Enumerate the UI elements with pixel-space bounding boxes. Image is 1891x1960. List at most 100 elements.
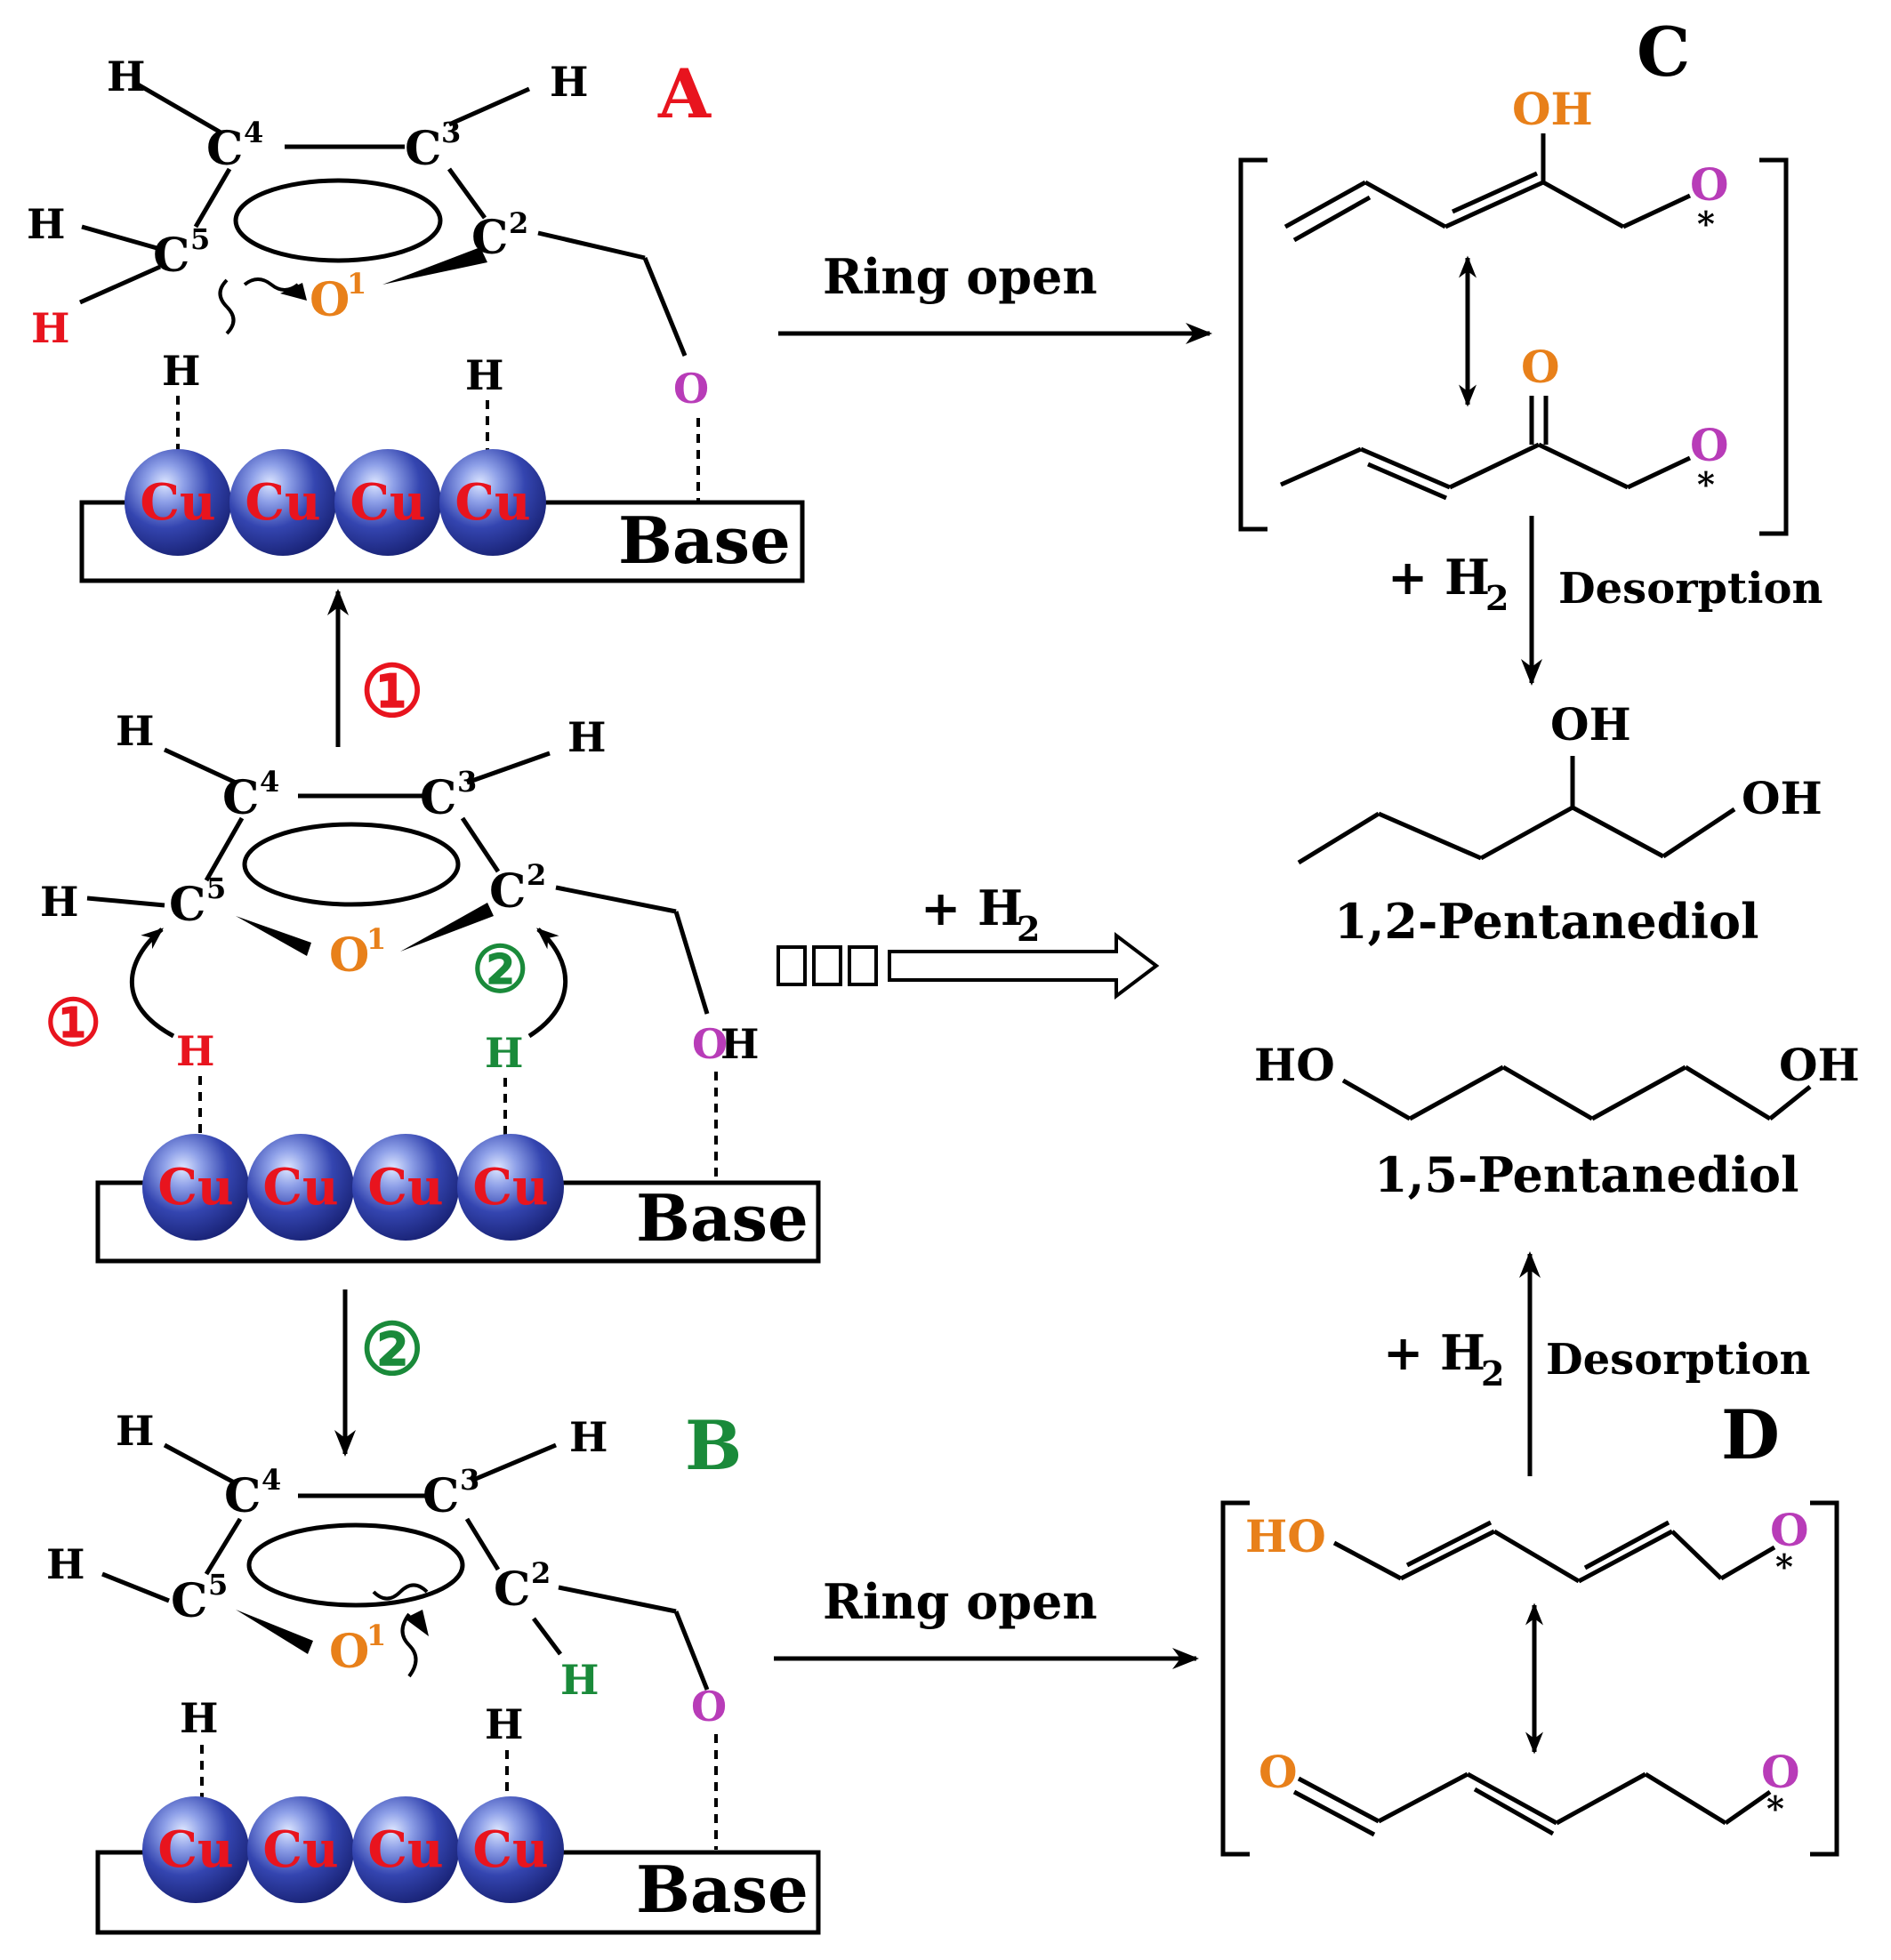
c2-superscript: 2	[531, 1556, 551, 1590]
h-label: H	[550, 58, 588, 106]
desorption-arrow-bottom: + H 2 Desorption	[1383, 1251, 1810, 1476]
cu-label: Cu	[367, 1158, 443, 1217]
step2-marker: ②	[471, 931, 529, 1007]
plus-h2-label: + H	[1383, 1324, 1485, 1381]
panel-b: H H H H C 4 C 3 C 5 C 2 O 1 B H H O Base…	[46, 1406, 821, 1935]
product-name: 1,2-Pentanediol	[1334, 893, 1758, 950]
c3-label: C	[422, 1469, 459, 1523]
o-label-purple: O	[692, 1020, 728, 1068]
base-label: Base	[636, 1852, 809, 1927]
h2-subscript: 2	[1485, 578, 1509, 618]
o1-label: O	[329, 1625, 369, 1679]
h2-subscript: 2	[1481, 1354, 1504, 1394]
c3-label: C	[420, 771, 456, 825]
c2-superscript: 2	[527, 858, 546, 892]
cu-label: Cu	[140, 473, 215, 532]
star-label: *	[1766, 1788, 1784, 1828]
c4-label: C	[222, 771, 259, 825]
h-label: H	[485, 1700, 523, 1748]
cu-atoms: Cu Cu Cu Cu	[125, 449, 546, 556]
o-label-purple: O	[673, 365, 709, 413]
h-label: H	[116, 1407, 154, 1455]
product-1-2-pentanediol: OH OH 1,2-Pentanediol	[1297, 698, 1823, 950]
c4-superscript: 4	[244, 116, 263, 149]
panel-a: H H H H C 4 C 3 C 5 C 2 O 1 A H H O Base…	[27, 52, 805, 583]
h-label: H	[46, 1540, 84, 1588]
cu-label: Cu	[472, 1158, 548, 1217]
o1-superscript: 1	[347, 267, 366, 301]
star-label: *	[1697, 204, 1715, 244]
h-label-green: H	[485, 1029, 523, 1077]
c2-superscript: 2	[509, 206, 528, 240]
c4-superscript: 4	[262, 1463, 281, 1497]
ho-label-orange: HO	[1245, 1510, 1326, 1562]
o1-label: O	[329, 928, 369, 983]
star-label: *	[1697, 464, 1715, 504]
cu-label: Cu	[367, 1820, 443, 1879]
ho-label: HO	[1254, 1039, 1335, 1091]
c4-label: C	[206, 122, 243, 176]
step1-marker: ①	[44, 984, 102, 1060]
o1-superscript: 1	[366, 1619, 386, 1652]
base-label: Base	[618, 502, 791, 578]
c5-superscript: 5	[206, 872, 226, 905]
oh-label-orange: OH	[1512, 83, 1593, 135]
c3-superscript: 3	[460, 1463, 479, 1497]
c2-label: C	[471, 211, 508, 265]
h-label: H	[567, 713, 606, 761]
c3-superscript: 3	[457, 765, 477, 799]
plus-h2-label: + H	[1388, 549, 1490, 606]
panel-d: D HO O * O O *	[1220, 1395, 1839, 1857]
oh-label: OH	[1742, 772, 1823, 824]
c5-superscript: 5	[208, 1568, 228, 1602]
o-label-purple: O	[1690, 419, 1729, 471]
star-label: *	[1775, 1546, 1793, 1586]
product-1-5-pentanediol: HO OH 1,5-Pentanediol	[1254, 1039, 1860, 1203]
o-label-orange: O	[1259, 1746, 1298, 1798]
ring-open-label: Ring open	[823, 1573, 1098, 1630]
o-label-purple: O	[691, 1683, 727, 1731]
panel-a-label: A	[657, 54, 712, 133]
panel-b-label: B	[685, 1406, 742, 1485]
h-label: H	[40, 878, 78, 926]
h-label-red: H	[176, 1027, 214, 1075]
step2-marker: ②	[360, 1307, 424, 1391]
oh-label: OH	[1779, 1039, 1860, 1091]
cu-label: Cu	[245, 473, 320, 532]
ring-open-label: Ring open	[823, 248, 1098, 305]
ring-open-arrow-top: Ring open	[778, 248, 1212, 344]
product-name: 1,5-Pentanediol	[1374, 1146, 1798, 1203]
o-label-orange: O	[1521, 341, 1560, 393]
cu-atoms: Cu Cu Cu Cu	[142, 1134, 564, 1241]
c3-superscript: 3	[441, 116, 461, 149]
c4-superscript: 4	[260, 765, 279, 799]
cu-label: Cu	[455, 473, 530, 532]
c5-superscript: 5	[190, 222, 210, 256]
plus-h2-label: + H	[921, 880, 1023, 936]
h-label: H	[116, 707, 154, 755]
desorption-arrow-top: + H 2 Desorption	[1388, 516, 1823, 686]
o1-superscript: 1	[366, 922, 386, 956]
h-label-green: H	[560, 1656, 599, 1704]
c2-label: C	[489, 864, 526, 919]
cu-label: Cu	[350, 473, 425, 532]
desorption-label: Desorption	[1546, 1335, 1810, 1385]
o-label-purple: O	[1770, 1504, 1809, 1556]
step1-marker: ①	[360, 649, 424, 733]
base-label: Base	[636, 1180, 809, 1256]
cu-label: Cu	[262, 1820, 338, 1879]
o-label-purple: O	[1761, 1746, 1800, 1798]
cu-label: Cu	[262, 1158, 338, 1217]
panel-c-label: C	[1637, 12, 1691, 92]
o-label-purple: O	[1690, 158, 1729, 211]
cu-label: Cu	[157, 1158, 233, 1217]
h-label: H	[180, 1694, 218, 1742]
cu-label: Cu	[472, 1820, 548, 1879]
panel-c: C OH O * O O *	[1238, 12, 1789, 536]
h-label: H	[720, 1020, 759, 1068]
c3-label: C	[405, 122, 441, 176]
c5-label: C	[153, 229, 189, 283]
c5-label: C	[169, 878, 205, 932]
h-label-red: H	[31, 304, 69, 352]
